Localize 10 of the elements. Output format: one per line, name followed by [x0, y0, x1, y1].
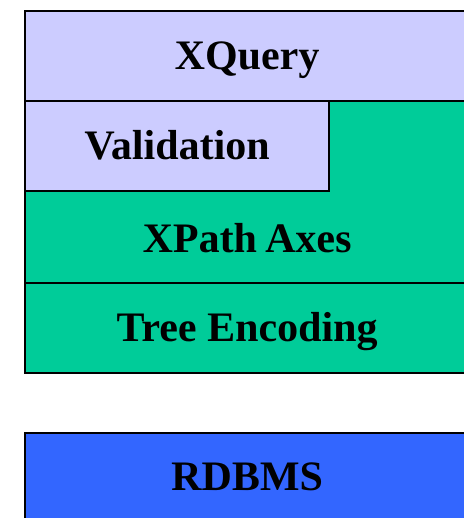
layer-box [24, 10, 464, 102]
layer-box [24, 432, 464, 518]
layer-box [24, 100, 464, 284]
layer-label: Tree Encoding [116, 304, 378, 352]
layer-label: RDBMS [171, 454, 323, 500]
layer-box [24, 282, 464, 374]
layer-label: Validation [84, 122, 270, 170]
layer-label: XQuery [174, 32, 320, 80]
layer-box [24, 100, 330, 192]
layer-label: XPath Axes [142, 216, 352, 262]
